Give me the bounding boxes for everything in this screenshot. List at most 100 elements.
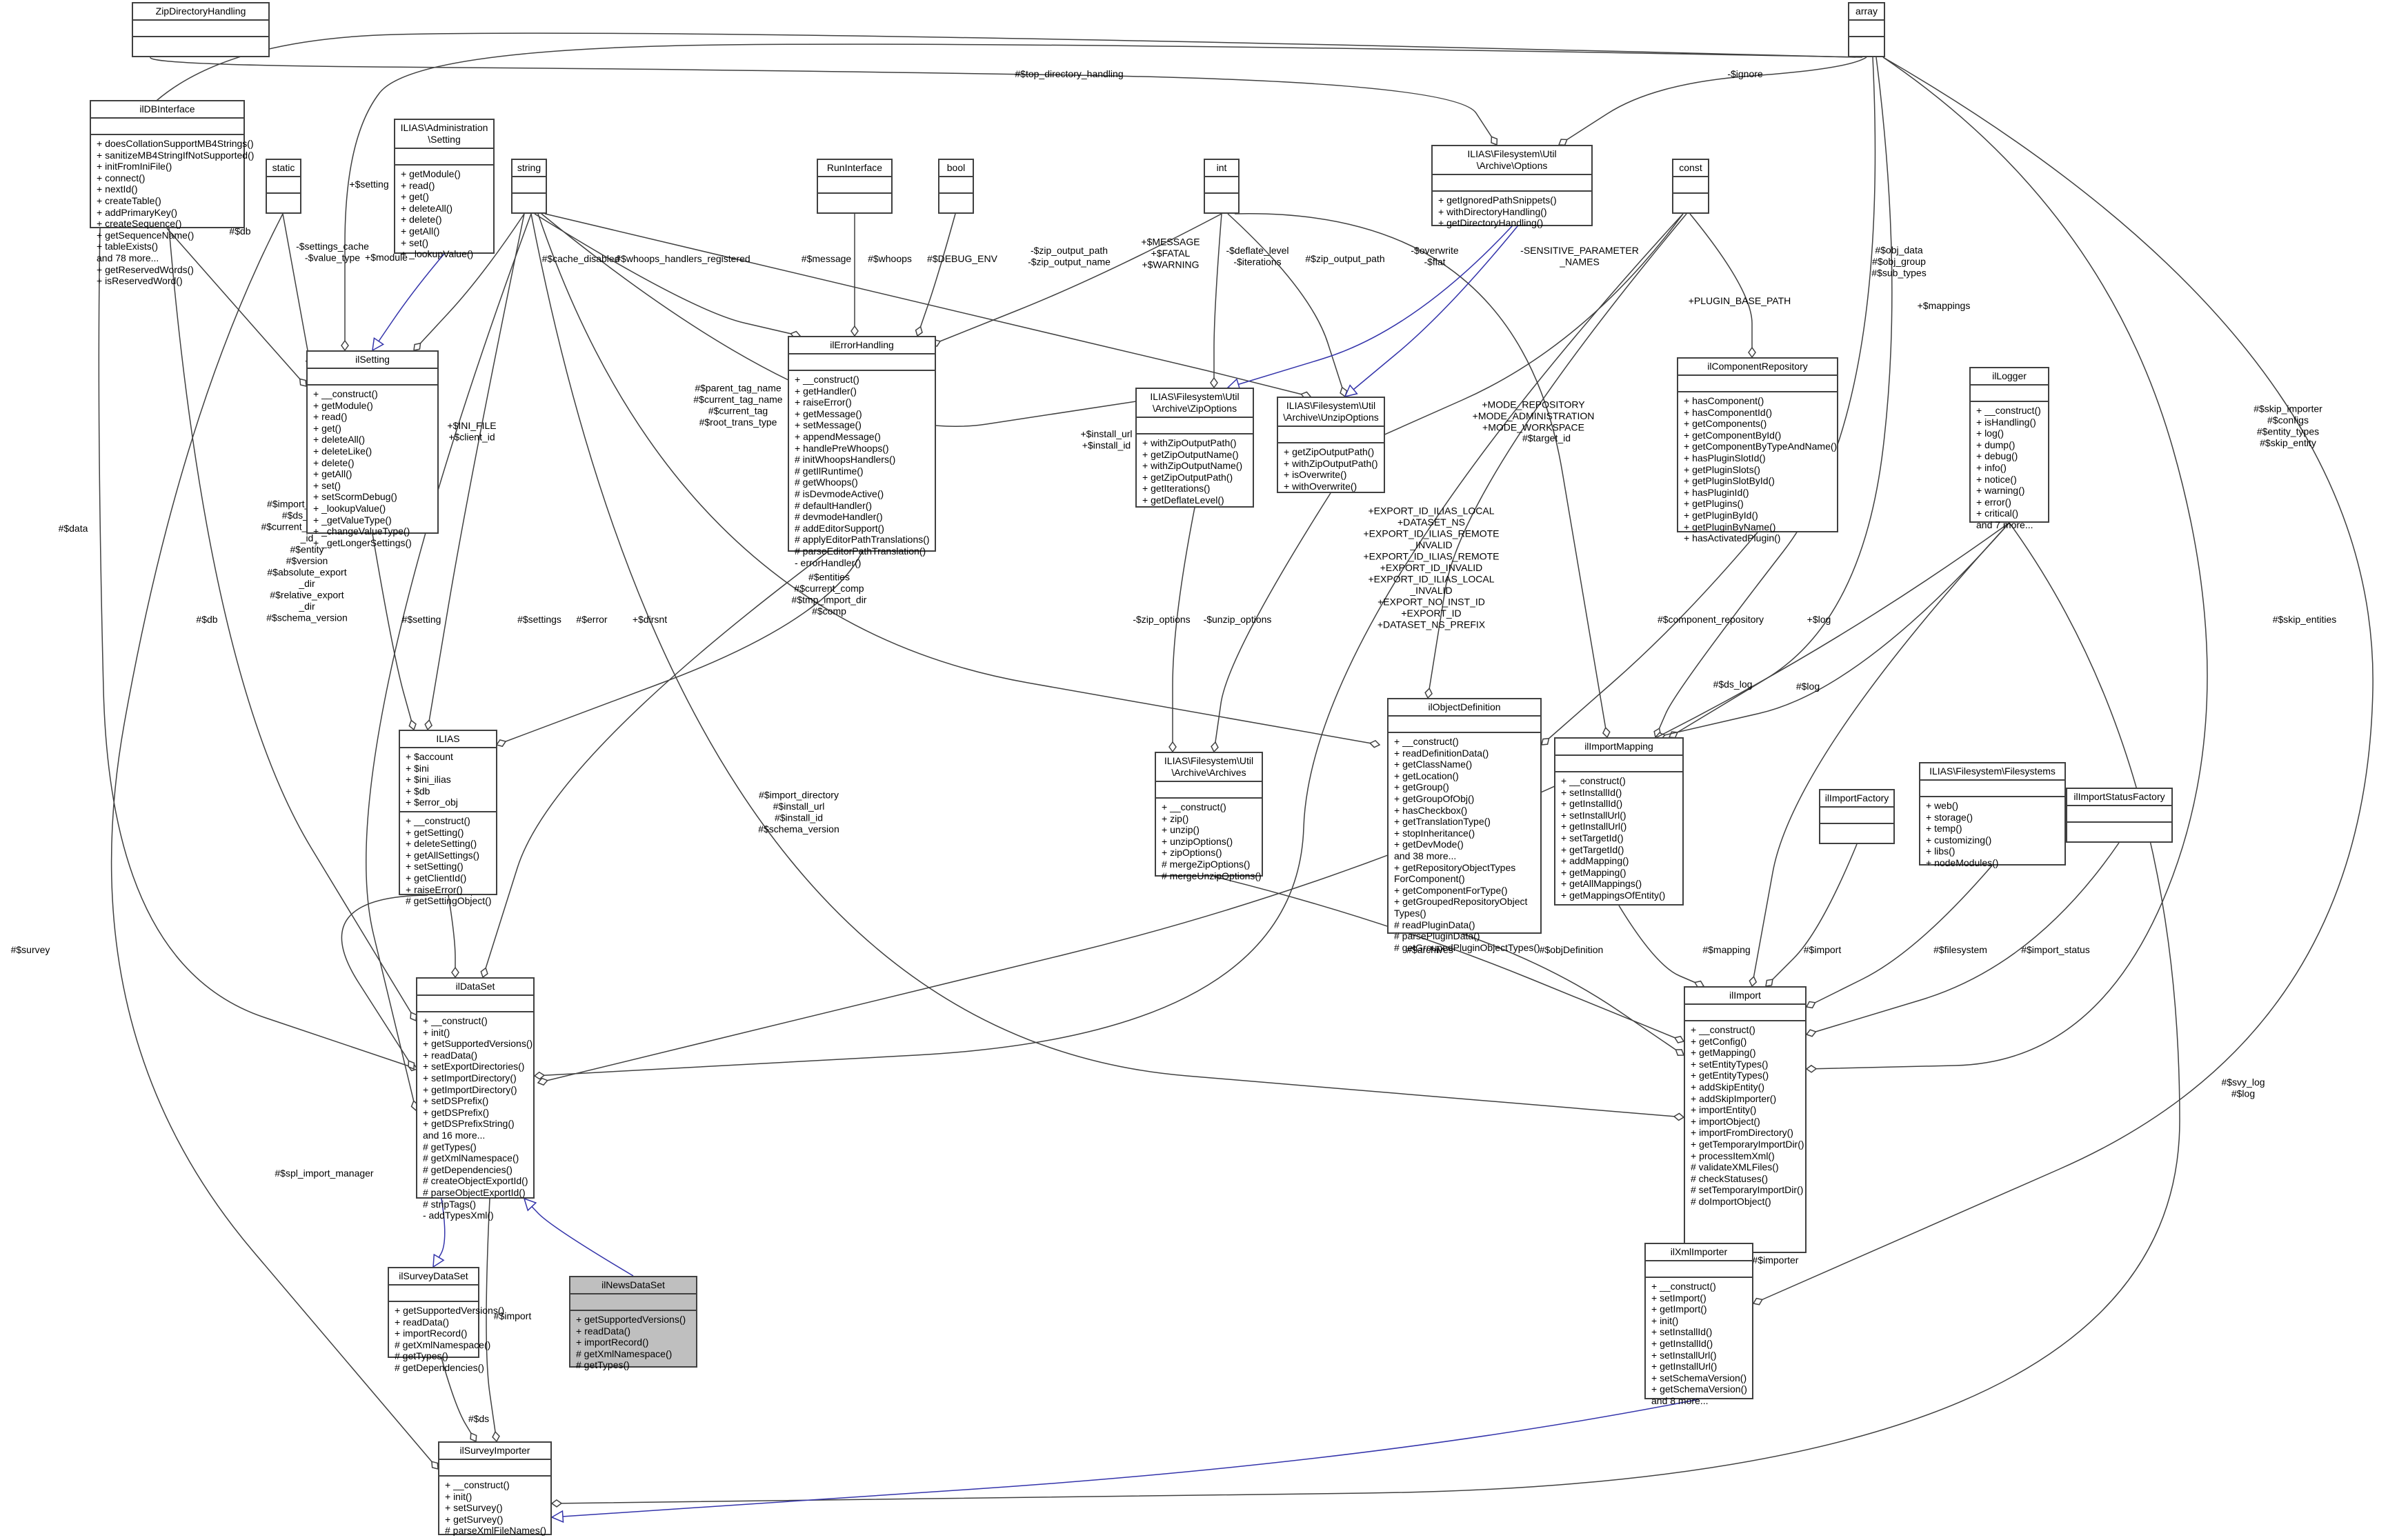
class-admset[interactable]: ILIAS\Administration \Setting+ getModule… (394, 119, 495, 259)
edge-label: #$importer (1753, 1254, 1799, 1266)
class-impfac[interactable]: ilImportFactory (1819, 789, 1895, 844)
method-entry: # mergeZipOptions() (1162, 858, 1251, 870)
method-entry: + setInstallUrl() (1651, 1349, 1717, 1361)
class-bool[interactable]: bool (938, 159, 974, 214)
class-errh[interactable]: ilErrorHandling+ __construct()+ getHandl… (788, 336, 936, 568)
class-attributes (133, 19, 268, 36)
method-entry: + getSequenceName() (97, 229, 195, 241)
class-fsys[interactable]: ILIAS\Filesystem\Filesystems+ web()+ sto… (1919, 762, 2066, 868)
method-entry: + setScormDebug() (313, 491, 397, 503)
edge-label: -$zip_output_path-$zip_output_name (1028, 245, 1111, 268)
edge-label: #$skip_importer#$configs#$entity_types#$… (2253, 403, 2322, 448)
method-entry: + getTargetId() (1561, 843, 1624, 855)
method-entry: + __construct() (1561, 775, 1626, 786)
class-methods: + __construct()+ init()+ getSupportedVer… (417, 1011, 533, 1224)
class-unzipopt[interactable]: ILIAS\Filesystem\Util \Archive\UnzipOpti… (1277, 397, 1385, 493)
method-entry: + getImportDirectory() (423, 1083, 517, 1095)
class-ilsetting[interactable]: ilSetting+ __construct()+ getModule()+ r… (306, 350, 439, 548)
method-entry: + getLocation() (1394, 770, 1459, 781)
class-archives[interactable]: ILIAS\Filesystem\Util \Archive\Archives+… (1155, 752, 1263, 881)
class-survimp[interactable]: ilSurveyImporter+ __construct()+ init()+… (438, 1441, 552, 1536)
class-impmap[interactable]: ilImportMapping+ __construct()+ setInsta… (1554, 737, 1684, 906)
class-ilias[interactable]: ILIAS+ $account+ $ini+ $ini_ilias+ $db+ … (399, 730, 497, 906)
method-entry: + getAll() (313, 468, 352, 480)
class-logger[interactable]: ilLogger+ __construct()+ isHandling()+ l… (1969, 367, 2049, 530)
edge-label: -$deflate_level-$iterations (1226, 245, 1288, 268)
class-const[interactable]: const (1672, 159, 1709, 214)
relation-edge (1765, 843, 1858, 987)
class-int[interactable]: int (1204, 159, 1240, 214)
relation-edge (166, 228, 307, 387)
class-xmlimp[interactable]: ilXmlImporter+ __construct()+ setImport(… (1644, 1243, 1753, 1406)
method-entry: + setSetting() (406, 861, 464, 872)
class-surveyds[interactable]: ilSurveyDataSet+ getSupportedVersions()+… (388, 1267, 504, 1373)
edge-label: #$setting (402, 614, 441, 625)
edge-label: #$component_repository (1658, 614, 1764, 625)
class-attributes (1920, 779, 2064, 796)
method-entry: + __construct() (406, 814, 470, 826)
method-entry: + getEntityTypes() (1691, 1070, 1769, 1081)
class-comprepo[interactable]: ilComponentRepository+ hasComponent()+ h… (1677, 357, 1838, 543)
method-entry: + getAllMappings() (1561, 878, 1642, 890)
relation-edge (1753, 57, 2374, 1304)
class-objdef[interactable]: ilObjectDefinition+ __construct()+ readD… (1387, 698, 1542, 953)
relation-edge (1213, 213, 1222, 388)
edge-label: #$data (59, 523, 88, 534)
edge-label: #$message (802, 253, 852, 264)
class-name: ilComponentRepository (1707, 361, 1808, 372)
class-methods (513, 192, 546, 209)
class-name: ILIAS (436, 733, 460, 744)
method-entry: + getComponents() (1684, 418, 1767, 430)
method-entry: + importRecord() (576, 1337, 649, 1348)
class-impstat[interactable]: ilImportStatusFactory (2066, 788, 2173, 843)
method-entry: + getPluginById() (1684, 509, 1758, 521)
method-entry: + getDSPrefixString() (423, 1118, 515, 1130)
relation-edge (537, 213, 1380, 746)
relation-edge (1751, 522, 2010, 987)
class-methods: + __construct()+ setInstallId()+ getInst… (1555, 771, 1682, 904)
edge-label: -$unzip_options (1204, 614, 1272, 625)
method-entry: + withZipOutputName() (1142, 460, 1243, 472)
edge-label: #$import_directory#$install_url#$install… (758, 789, 839, 834)
class-attributes (1646, 1260, 1752, 1277)
aggregation-diamond (431, 1461, 439, 1470)
class-dbif[interactable]: ilDBInterface+ doesCollationSupportMB4St… (90, 100, 254, 286)
edge-label: #$mapping (1702, 944, 1750, 955)
method-entry: + getConfig() (1691, 1035, 1747, 1047)
class-import[interactable]: ilImport+ __construct()+ getConfig()+ ge… (1684, 986, 1807, 1253)
method-entry: and 78 more... (97, 252, 159, 263)
edge-label: +$mappings (1918, 300, 1971, 311)
edge-label: #$parent_tag_name#$current_tag_name#$cur… (693, 382, 782, 428)
class-static[interactable]: static (266, 159, 301, 214)
class-archopt[interactable]: ILIAS\Filesystem\Util \Archive\Options+ … (1431, 145, 1593, 228)
class-newsds[interactable]: ilNewsDataSet+ getSupportedVersions()+ r… (569, 1276, 697, 1370)
aggregation-diamond (1752, 1297, 1763, 1306)
class-attributes (1820, 806, 1893, 823)
method-entry: and 7 more... (1976, 519, 2033, 530)
class-array[interactable]: array (1848, 2, 1885, 57)
class-name: ilLogger (1992, 370, 2027, 381)
class-name: ILIAS\Filesystem\Util \Archive\UnzipOpti… (1283, 400, 1379, 423)
class-methods (267, 192, 300, 209)
class-runif[interactable]: RunInterface (817, 159, 893, 214)
class-attributes (1685, 1003, 1805, 1020)
edge-label: +$dirsnt (633, 614, 667, 625)
edge-label: #$cache_disabled (542, 253, 620, 264)
method-entry: # getXmlNamespace() (395, 1339, 491, 1350)
edge-label: #$settings (517, 614, 561, 625)
method-entry: + getInstallUrl() (1651, 1361, 1718, 1372)
relation-edge (1427, 213, 1687, 699)
class-string[interactable]: string (511, 159, 547, 214)
aggregation-diamond (550, 1499, 563, 1508)
method-entry: + unzip() (1162, 824, 1200, 836)
method-entry: + getClassName() (1394, 759, 1473, 770)
class-zip[interactable]: ZipDirectoryHandling (132, 2, 270, 57)
aggregation-diamond (1673, 1035, 1685, 1043)
edge-label: #$import_status (2021, 944, 2090, 955)
method-entry: + hasCheckbox() (1394, 804, 1468, 816)
class-zipopt[interactable]: ILIAS\Filesystem\Util \Archive\ZipOption… (1135, 388, 1254, 508)
class-attributes (389, 1284, 478, 1301)
method-entry: + hasPluginSlotId() (1684, 452, 1766, 463)
edge-label: -$zip_options (1133, 614, 1190, 625)
class-dataset[interactable]: ilDataSet+ __construct()+ init()+ getSup… (416, 977, 535, 1221)
